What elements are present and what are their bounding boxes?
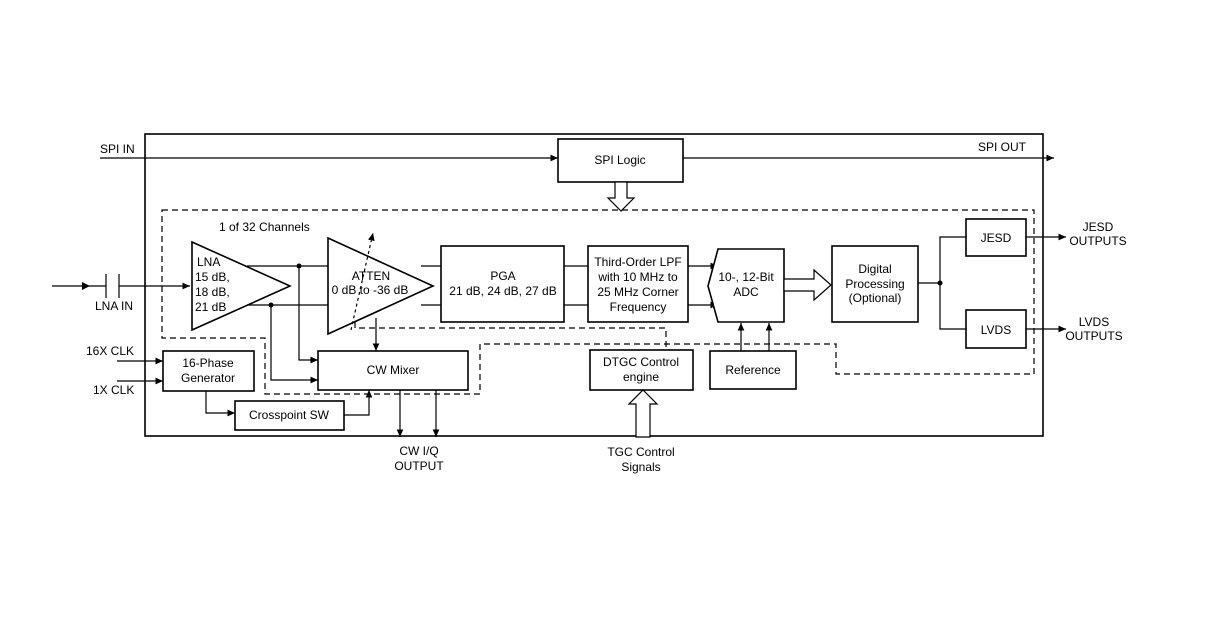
lna-gain-15: 15 dB, bbox=[195, 270, 230, 284]
pga-label: PGA bbox=[490, 269, 515, 283]
channel-boundary bbox=[161, 209, 1035, 395]
jesd-label: JESD bbox=[981, 231, 1012, 245]
dtgc-line-2: engine bbox=[623, 370, 659, 384]
crosspoint-label: Crosspoint SW bbox=[249, 408, 330, 422]
spi-in-label: SPI IN bbox=[100, 142, 135, 156]
tgc-signals-line-1: TGC Control bbox=[607, 445, 674, 459]
jesd-outputs-line-1: JESD bbox=[1083, 220, 1114, 234]
lna-label: LNA bbox=[197, 255, 220, 269]
chip-boundary bbox=[144, 133, 1044, 437]
cw-mixer-block bbox=[317, 350, 469, 391]
lvds-outputs-line-1: LVDS bbox=[1079, 315, 1109, 329]
to-jesd-line bbox=[939, 236, 966, 283]
lna-in-label: LNA IN bbox=[95, 299, 133, 313]
spi-control-hollow-arrow bbox=[606, 181, 636, 212]
tgc-signals-line-2: Signals bbox=[621, 460, 660, 474]
crosspoint-to-cw-mixer-line bbox=[344, 390, 373, 416]
lpf-line-1: Third-Order LPF bbox=[594, 255, 681, 269]
reference-label: Reference bbox=[725, 363, 781, 377]
spi-out-label: SPI OUT bbox=[978, 140, 1027, 154]
atten-label: ATTEN bbox=[352, 269, 390, 283]
clk1-label: 1X CLK bbox=[93, 383, 134, 397]
phase-gen-line-1: 16-Phase bbox=[182, 356, 234, 370]
to-lvds-line bbox=[939, 283, 966, 330]
channels-label: 1 of 32 Channels bbox=[219, 220, 310, 234]
adc-label: ADC bbox=[733, 285, 759, 299]
jesd-outputs-line-2: OUTPUTS bbox=[1069, 234, 1126, 248]
dtgc-control-block bbox=[589, 349, 694, 391]
pga-gains: 21 dB, 24 dB, 27 dB bbox=[449, 284, 556, 298]
lna-to-cw-mixer-line bbox=[270, 305, 318, 384]
spi-logic-label: SPI Logic bbox=[594, 153, 645, 167]
lna-to-cw-mixer-line bbox=[298, 266, 318, 364]
lpf-block bbox=[587, 245, 689, 323]
lna-amplifier bbox=[191, 240, 292, 332]
adc-block bbox=[707, 248, 785, 323]
cw-output-line-1: CW I/Q bbox=[399, 444, 438, 458]
adc-to-digital-hollow-arrow bbox=[783, 268, 832, 302]
lvds-block bbox=[965, 309, 1027, 349]
phase-generator-block bbox=[162, 350, 255, 392]
atten-amplifier bbox=[327, 236, 435, 336]
lpf-line-2: with 10 MHz to bbox=[597, 270, 678, 284]
cw-mixer-label: CW Mixer bbox=[367, 363, 420, 377]
lpf-line-3: 25 MHz Corner bbox=[597, 285, 678, 299]
digital-line-1: Digital bbox=[858, 262, 891, 276]
phase-gen-line-2: Generator bbox=[181, 371, 235, 385]
digital-processing-block bbox=[831, 245, 919, 323]
digital-line-2: Processing bbox=[845, 277, 904, 291]
cw-output-line-2: OUTPUT bbox=[394, 459, 444, 473]
phase-to-crosspoint-line bbox=[205, 391, 235, 417]
input-arrowhead bbox=[82, 282, 90, 290]
lvds-outputs-line-2: OUTPUTS bbox=[1065, 329, 1122, 343]
reference-block bbox=[709, 350, 797, 390]
lvds-label: LVDS bbox=[981, 323, 1011, 337]
dtgc-line-1: DTGC Control bbox=[603, 355, 679, 369]
spi-logic-block bbox=[557, 138, 684, 183]
lna-gain-21: 21 dB bbox=[195, 300, 226, 314]
atten-control-dashed-line bbox=[354, 322, 667, 350]
jesd-block bbox=[965, 218, 1027, 257]
pga-block bbox=[440, 245, 565, 323]
adc-resolution: 10-, 12-Bit bbox=[718, 270, 774, 284]
clk16-label: 16X CLK bbox=[86, 344, 134, 358]
lpf-line-4: Frequency bbox=[610, 300, 667, 314]
tgc-control-hollow-arrow bbox=[627, 389, 659, 438]
lna-gain-18: 18 dB, bbox=[195, 285, 230, 299]
atten-variable-arrow bbox=[350, 232, 375, 331]
digital-line-3: (Optional) bbox=[849, 291, 902, 305]
atten-range: 0 dB to -36 dB bbox=[332, 283, 409, 297]
